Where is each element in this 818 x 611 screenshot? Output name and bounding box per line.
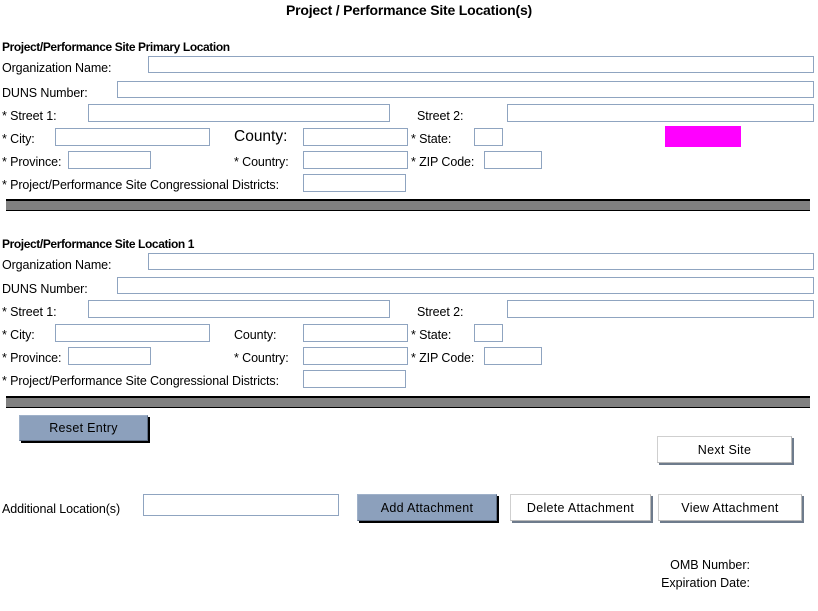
city-input-1[interactable] — [55, 128, 210, 146]
zip-code-label-1: * ZIP Code: — [411, 155, 475, 169]
duns-number-input-2[interactable] — [117, 277, 814, 294]
state-input-2[interactable] — [474, 324, 503, 342]
additional-locations-input[interactable] — [143, 494, 339, 516]
country-input-1[interactable] — [303, 151, 408, 169]
congressional-districts-input-1[interactable] — [303, 174, 406, 192]
street2-input-2[interactable] — [507, 300, 814, 318]
street2-input-1[interactable] — [507, 104, 814, 122]
street1-input-2[interactable] — [88, 300, 390, 318]
county-input-2[interactable] — [303, 324, 408, 342]
state-input-1[interactable] — [474, 128, 503, 146]
organization-name-input-1[interactable] — [148, 56, 814, 73]
congressional-districts-input-2[interactable] — [303, 370, 406, 388]
duns-number-input-1[interactable] — [117, 81, 814, 98]
section-separator-2 — [6, 396, 810, 408]
street2-label-1: Street 2: — [417, 109, 464, 123]
city-input-2[interactable] — [55, 324, 210, 342]
country-label-1: * Country: — [234, 155, 289, 169]
street1-label-2: * Street 1: — [2, 305, 57, 319]
reset-entry-button[interactable]: Reset Entry — [19, 415, 148, 441]
country-label-2: * Country: — [234, 351, 289, 365]
organization-name-input-2[interactable] — [148, 253, 814, 270]
section-heading-location-1: Project/Performance Site Location 1 — [2, 237, 195, 251]
add-attachment-button[interactable]: Add Attachment — [357, 494, 497, 521]
country-input-2[interactable] — [303, 347, 408, 365]
delete-attachment-button[interactable]: Delete Attachment — [510, 494, 651, 521]
section-separator-1 — [6, 199, 810, 211]
street1-input-1[interactable] — [88, 104, 390, 122]
zip-code-input-2[interactable] — [484, 347, 542, 365]
zip-code-input-1[interactable] — [484, 151, 542, 169]
county-input-1[interactable] — [303, 128, 408, 146]
zip-code-label-2: * ZIP Code: — [411, 351, 475, 365]
duns-number-label-1: DUNS Number: — [2, 86, 88, 100]
page-title: Project / Performance Site Location(s) — [285, 2, 533, 18]
state-label-1: * State: — [411, 132, 452, 146]
congressional-districts-label-2: * Project/Performance Site Congressional… — [2, 374, 279, 388]
next-site-button[interactable]: Next Site — [657, 436, 792, 463]
additional-locations-label: Additional Location(s) — [2, 502, 121, 516]
county-label-2: County: — [234, 328, 277, 342]
view-attachment-button[interactable]: View Attachment — [658, 494, 802, 521]
province-label-2: * Province: — [2, 351, 62, 365]
expiration-date-label: Expiration Date: — [661, 576, 750, 590]
county-label-1: County: — [234, 128, 288, 145]
city-label-2: * City: — [2, 328, 35, 342]
province-label-1: * Province: — [2, 155, 62, 169]
duns-number-label-2: DUNS Number: — [2, 282, 88, 296]
province-input-2[interactable] — [68, 347, 151, 365]
city-label-1: * City: — [2, 132, 35, 146]
state-label-2: * State: — [411, 328, 452, 342]
section-heading-primary-location: Project/Performance Site Primary Locatio… — [2, 40, 230, 54]
magenta-highlight-block — [665, 126, 741, 147]
congressional-districts-label-1: * Project/Performance Site Congressional… — [2, 178, 279, 192]
organization-name-label-2: Organization Name: — [2, 258, 112, 272]
organization-name-label-1: Organization Name: — [2, 61, 112, 75]
street1-label-1: * Street 1: — [2, 109, 57, 123]
province-input-1[interactable] — [68, 151, 151, 169]
omb-number-label: OMB Number: — [670, 558, 750, 572]
street2-label-2: Street 2: — [417, 305, 464, 319]
